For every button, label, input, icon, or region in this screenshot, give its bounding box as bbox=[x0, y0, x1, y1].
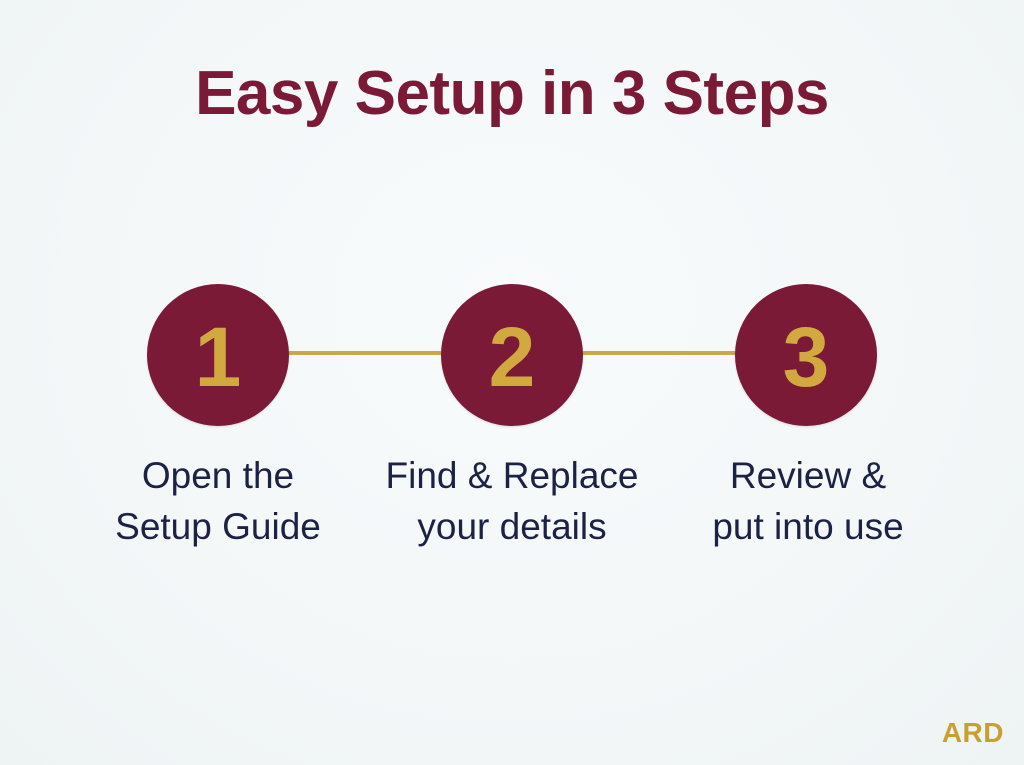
step-2-label-line-1: Find & Replace bbox=[385, 455, 639, 496]
page-title: Easy Setup in 3 Steps bbox=[195, 59, 829, 128]
step-3-label-line-1: Review & bbox=[729, 455, 887, 496]
step-3-circle: 3 bbox=[735, 284, 877, 426]
connector-1-2 bbox=[288, 351, 442, 355]
step-1-label: Open the Setup Guide bbox=[68, 450, 368, 552]
step-1-number: 1 bbox=[194, 310, 242, 404]
step-3-label: Review & put into use bbox=[658, 450, 958, 552]
step-1-label-line-2: Setup Guide bbox=[115, 506, 321, 547]
brand-logo-text: ARD bbox=[941, 717, 1004, 748]
step-2-label: Find & Replace your details bbox=[362, 450, 662, 552]
step-2-number: 2 bbox=[488, 310, 536, 404]
step-1-circle: 1 bbox=[147, 284, 289, 426]
step-2-circle: 2 bbox=[441, 284, 583, 426]
step-3-label-line-2: put into use bbox=[712, 506, 904, 547]
step-2-label-line-2: your details bbox=[417, 506, 607, 547]
step-3-number: 3 bbox=[782, 310, 830, 404]
step-1-label-line-1: Open the bbox=[141, 455, 295, 496]
connector-2-3 bbox=[582, 351, 736, 355]
